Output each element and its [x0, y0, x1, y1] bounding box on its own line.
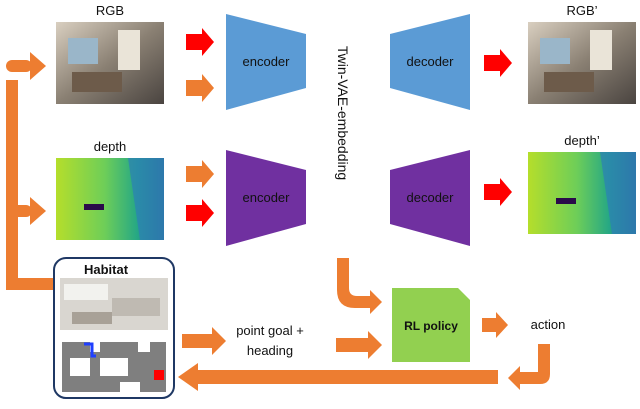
arrow-right-icon [482, 312, 508, 338]
action-feedback-arrow [178, 344, 550, 391]
action-label: action [530, 317, 566, 332]
habitat-feedback-arrows [6, 52, 54, 290]
point-goal-label-line2: heading [246, 343, 294, 358]
habitat-panel [53, 257, 175, 399]
rl-policy-label: RL policy [404, 319, 458, 333]
encoder-top-shape [226, 14, 306, 110]
arrow-right-icon [186, 160, 214, 188]
rgb-prime-label: RGB’ [566, 3, 598, 18]
arrow-right-icon [484, 49, 512, 77]
encoder-bottom-shape [226, 150, 306, 246]
input-arrows [186, 28, 214, 227]
decoder-top-shape [390, 14, 470, 110]
decoder-top-label: decoder [406, 54, 454, 69]
habitat-title: Habitat [84, 262, 129, 277]
twin-vae-embedding-label: Twin-VAE-embedding [335, 45, 351, 181]
encoder-bottom-label: encoder [242, 190, 290, 205]
depth-input-image [56, 158, 164, 240]
point-goal-label-line1: point goal + [236, 323, 304, 338]
decoder-bottom-shape [390, 150, 470, 246]
encoder-top-label: encoder [242, 54, 290, 69]
arrow-right-icon [336, 331, 382, 359]
arrow-right-icon [186, 28, 214, 56]
arrow-right-icon [484, 178, 512, 206]
rgb-label: RGB [95, 3, 125, 18]
arrow-right-icon [182, 327, 226, 355]
decoder-bottom-label: decoder [406, 190, 454, 205]
rgb-input-image [56, 22, 164, 104]
embedding-to-policy-arrow [337, 258, 382, 314]
depth-output-image [528, 152, 636, 234]
rgb-output-image [528, 22, 636, 104]
depth-label: depth [93, 139, 127, 154]
depth-prime-label: depth’ [564, 133, 600, 148]
arrow-right-icon [186, 199, 214, 227]
rl-policy-box [392, 288, 470, 362]
arrow-right-icon [186, 74, 214, 102]
